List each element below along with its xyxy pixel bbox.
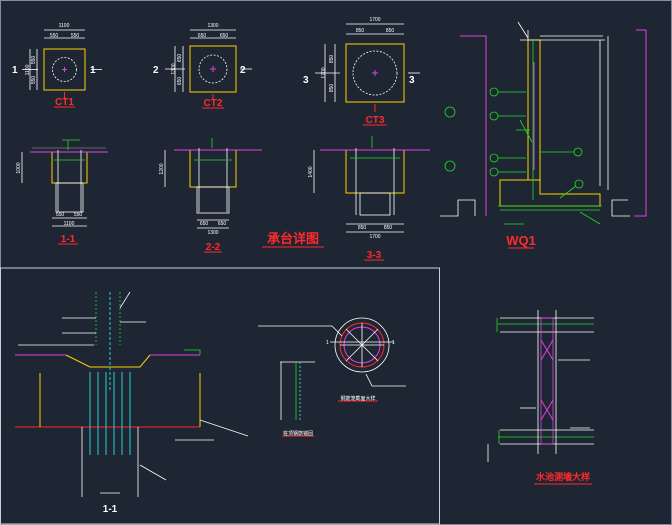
ring-mark-left: 1 [326, 340, 329, 346]
ct3-plan [315, 23, 420, 126]
ct2-mark-right: 2 [240, 65, 246, 76]
ct1-width-dim: 1100 [59, 23, 70, 29]
panel-frame-bottom-left [0, 267, 440, 525]
ct1-dim-c: 550 [31, 56, 37, 65]
ring-mark-right: 1 [392, 340, 395, 346]
section-3-3-small [313, 136, 430, 261]
pool-side-wall-detail [487, 310, 594, 485]
ct2-title: CT2 [204, 98, 223, 109]
ct2-height-dim: 1300 [171, 63, 177, 74]
s33-dim-a: 850 [358, 225, 367, 231]
ct3-dim-a: 850 [356, 28, 365, 34]
section-1-1-small [21, 139, 108, 245]
s11-dim-a: 550 [56, 212, 65, 218]
ct2-dim-b: 650 [220, 33, 229, 39]
rebar-anchor-detail [280, 361, 315, 437]
ct1-dim-b: 550 [71, 33, 80, 39]
s22-dim-a: 650 [200, 221, 209, 227]
wq1-wall-section [440, 21, 647, 249]
ring-caption: 钢筋笼截面大样 [340, 395, 375, 402]
section-1-1-large [15, 291, 249, 497]
ct2-width-dim: 1300 [207, 23, 218, 29]
s11-dim-b: 550 [74, 212, 83, 218]
ct1-plan [22, 29, 102, 108]
cap-detail-title: 承台详图 [267, 231, 319, 246]
wq1-title: WQ1 [506, 233, 536, 248]
section-3-3-title: 3-3 [367, 250, 382, 261]
ct3-dim-d: 850 [329, 84, 335, 93]
s33-width-dim: 1700 [369, 234, 380, 240]
rebar-anchor-caption: 桩顶钢筋锚固 [283, 430, 313, 437]
ct1-title: CT1 [55, 97, 74, 108]
s33-dim-b: 850 [384, 225, 393, 231]
ct2-mark-left: 2 [153, 65, 159, 76]
ct3-width-dim: 1700 [369, 17, 380, 23]
ct1-dim-d: 550 [31, 76, 37, 85]
ct1-mark-left: 1 [12, 65, 18, 76]
ct3-title: CT3 [366, 115, 385, 126]
s22-dim-b: 650 [218, 221, 227, 227]
rebar-cage-ring [258, 317, 406, 402]
ct3-mark-left: 3 [303, 75, 309, 86]
section-1-1-large-title: 1-1 [103, 504, 118, 515]
ct2-dim-a: 650 [198, 33, 207, 39]
section-2-2-title: 2-2 [206, 242, 221, 253]
ct3-dim-c: 850 [329, 55, 335, 64]
section-1-1-title: 1-1 [61, 234, 76, 245]
s22-width-dim: 1300 [207, 230, 218, 236]
ct1-dim-a: 550 [50, 33, 59, 39]
section-2-2-small [164, 138, 262, 253]
ct3-mark-right: 3 [409, 75, 415, 86]
ct1-mark-right: 1 [90, 65, 96, 76]
ct3-dim-b: 850 [386, 28, 395, 34]
ct3-height-dim: 1700 [321, 67, 327, 78]
s11-height-dim: 1000 [16, 162, 22, 173]
pool-detail-title: 水池测墙大样 [536, 471, 590, 482]
ct1-height-dim: 1100 [25, 64, 31, 75]
s33-height-dim: 1400 [308, 166, 314, 177]
s22-height-dim: 1200 [159, 163, 165, 174]
ct2-plan [165, 29, 252, 109]
s11-width-dim: 1100 [64, 221, 75, 227]
ct2-dim-d: 650 [177, 77, 183, 86]
ct2-dim-c: 650 [177, 54, 183, 63]
